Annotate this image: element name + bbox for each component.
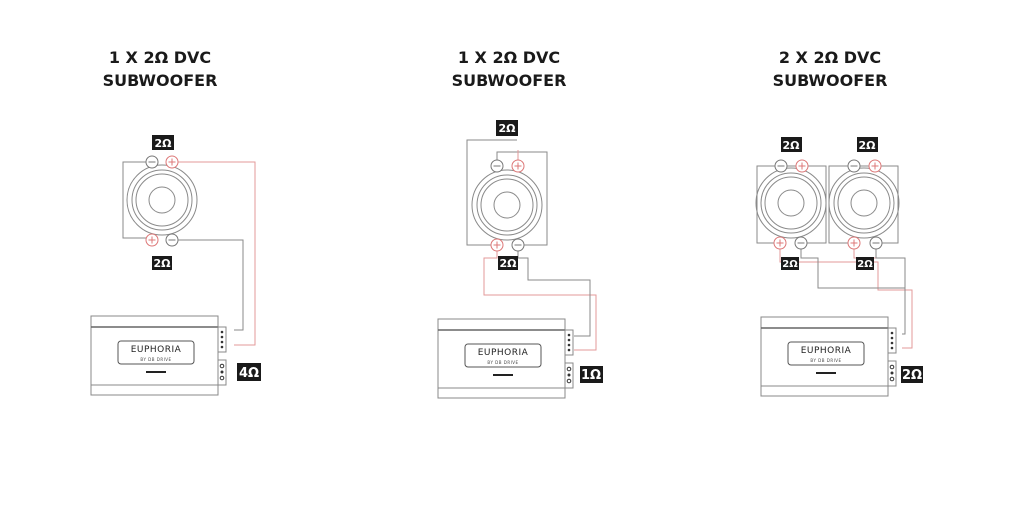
final-load-label: 4Ω: [239, 366, 259, 381]
final-load-label: 2Ω: [902, 368, 922, 383]
positive-terminal-icon: [511, 159, 525, 173]
amplifier: EUPHORIA BY DB DRIVE: [437, 318, 574, 399]
coil-label-top: 2Ω: [154, 137, 172, 150]
amp-sub: BY DB DRIVE: [140, 357, 171, 362]
amp-sub: BY DB DRIVE: [810, 358, 841, 363]
coil-label-top-b: 2Ω: [858, 139, 876, 152]
negative-terminal-icon: [774, 159, 788, 173]
amp-brand: EUPHORIA: [131, 345, 182, 355]
panel-title-line1: 1 X 2Ω DVC: [109, 48, 211, 67]
subwoofer-icon: [471, 169, 543, 241]
negative-terminal-icon: [511, 238, 525, 252]
amp-brand: EUPHORIA: [478, 348, 529, 358]
coil-label-bottom: 2Ω: [153, 257, 171, 270]
negative-terminal-icon: [145, 155, 159, 169]
panel-2x2ohm: 2 X 2Ω DVC SUBWOOFER 2Ω 2Ω 2Ω 2Ω EUPHORI…: [755, 48, 923, 397]
amplifier: EUPHORIA BY DB DRIVE: [90, 315, 227, 396]
panel-title-line1: 2 X 2Ω DVC: [779, 48, 881, 67]
amp-brand: EUPHORIA: [801, 346, 852, 356]
positive-terminal-icon: [795, 159, 809, 173]
panel-title-line2: SUBWOOFER: [773, 71, 888, 90]
negative-terminal-icon: [794, 236, 808, 250]
coil-label-bottom-a: 2Ω: [782, 259, 798, 270]
coil-label-top-a: 2Ω: [782, 139, 800, 152]
negative-terminal-icon: [847, 159, 861, 173]
coil-label-top: 2Ω: [498, 122, 516, 135]
negative-terminal-icon: [165, 233, 179, 247]
subwoofer-icon: [828, 167, 900, 239]
subwoofer-icon: [126, 164, 198, 236]
positive-terminal-icon: [847, 236, 861, 250]
negative-terminal-icon: [869, 236, 883, 250]
panel-1x2ohm-parallel: 1 X 2Ω DVC SUBWOOFER 2Ω 2Ω EUPHORIA BY D…: [437, 48, 603, 399]
subwoofer-icon: [755, 167, 827, 239]
panel-1x2ohm-series: 1 X 2Ω DVC SUBWOOFER 2Ω 2Ω EUPHORIA BY D…: [90, 48, 261, 396]
amplifier: EUPHORIA BY DB DRIVE: [760, 316, 897, 397]
coil-label-bottom-b: 2Ω: [857, 259, 873, 270]
panel-title-line2: SUBWOOFER: [103, 71, 218, 90]
panel-title-line2: SUBWOOFER: [452, 71, 567, 90]
positive-terminal-icon: [145, 233, 159, 247]
negative-terminal-icon: [490, 159, 504, 173]
positive-terminal-icon: [490, 238, 504, 252]
positive-terminal-icon: [868, 159, 882, 173]
panel-title-line1: 1 X 2Ω DVC: [458, 48, 560, 67]
final-load-label: 1Ω: [581, 368, 601, 383]
positive-terminal-icon: [773, 236, 787, 250]
amp-sub: BY DB DRIVE: [487, 360, 518, 365]
positive-terminal-icon: [165, 155, 179, 169]
coil-label-bottom: 2Ω: [499, 257, 517, 270]
